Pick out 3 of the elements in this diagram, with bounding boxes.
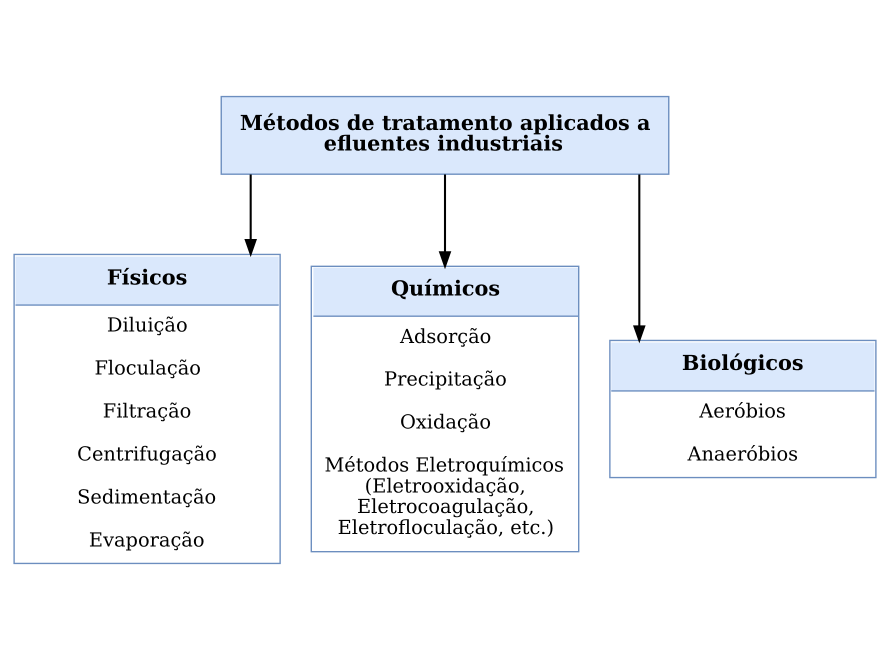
arrow bbox=[633, 174, 646, 343]
arrow bbox=[438, 174, 452, 269]
arrow bbox=[244, 174, 257, 257]
